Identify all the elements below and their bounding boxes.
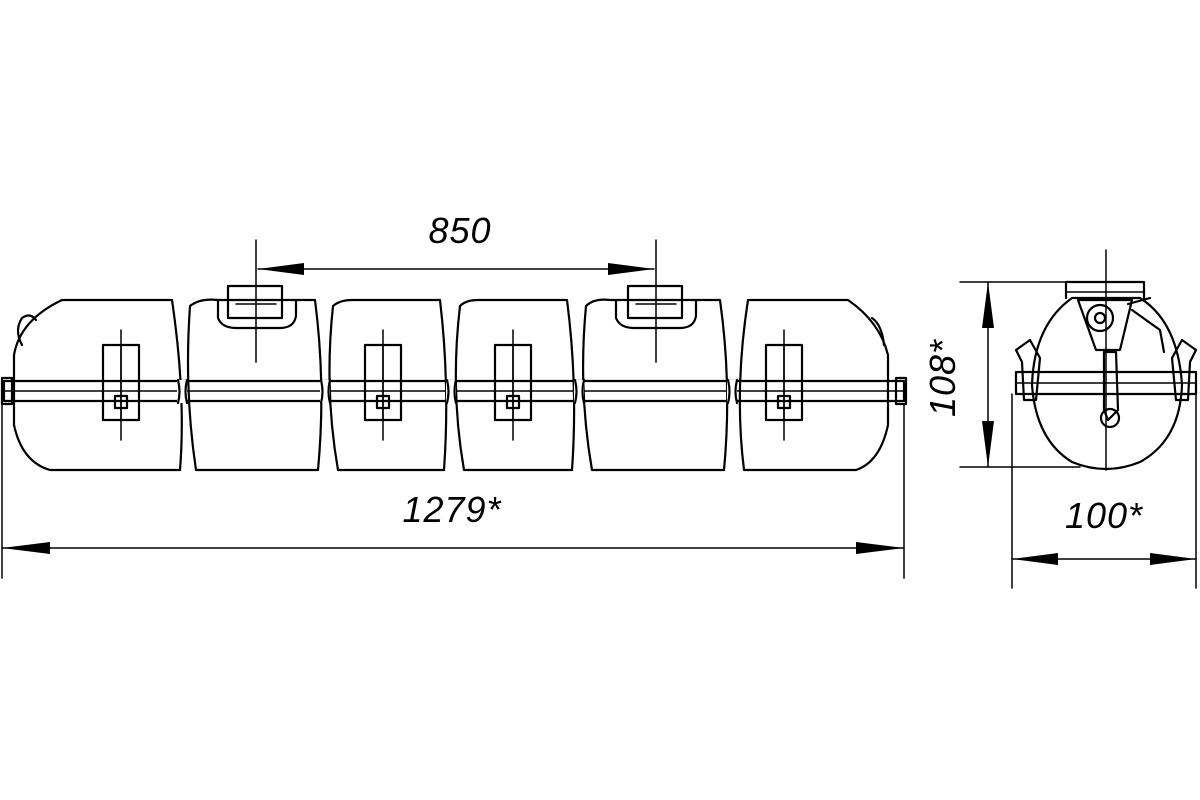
side-clip-left [1014, 338, 1042, 402]
mounting-bracket-right [614, 239, 698, 363]
segment-gap-edges [176, 378, 739, 405]
side-top-lid [1064, 280, 1146, 300]
latch-clip-2 [363, 329, 403, 441]
side-body [1030, 296, 1184, 471]
housing-segment-5 [582, 298, 729, 472]
side-latch-arm [1102, 350, 1120, 422]
side-latch-plate [1076, 298, 1134, 352]
left-end-bump [16, 314, 38, 347]
housing-segment-2 [186, 298, 323, 472]
housing-segment-4 [454, 298, 576, 472]
latch-clip-4 [764, 329, 804, 441]
housing-segment-6 [738, 298, 890, 472]
segment-gaps [177, 380, 737, 403]
front-view [0, 239, 908, 472]
side-clip-right [1170, 338, 1198, 402]
dimension-width: 100* [1011, 393, 1197, 589]
latch-clip-3 [493, 329, 533, 441]
housing-segment-3 [328, 298, 448, 472]
latch-clip-1 [101, 329, 141, 441]
dimension-label-108: 108* [922, 339, 963, 417]
side-hinge-pin-lower [1099, 407, 1121, 429]
side-view [1014, 249, 1198, 471]
dimension-overall-length: 1279* [1, 403, 905, 579]
rail-end-left [0, 376, 14, 406]
dimension-height: 108* [922, 281, 1081, 468]
dimension-label-100: 100* [1065, 495, 1143, 536]
rail-end-right [894, 376, 908, 406]
dimension-label-1279: 1279* [402, 489, 501, 530]
dimension-mount-spacing: 850 [257, 210, 655, 275]
side-hinge-pin-upper [1085, 303, 1115, 333]
housing-segment-1 [12, 298, 183, 472]
mounting-bracket-left [216, 239, 298, 363]
dimension-label-850: 850 [428, 210, 491, 251]
